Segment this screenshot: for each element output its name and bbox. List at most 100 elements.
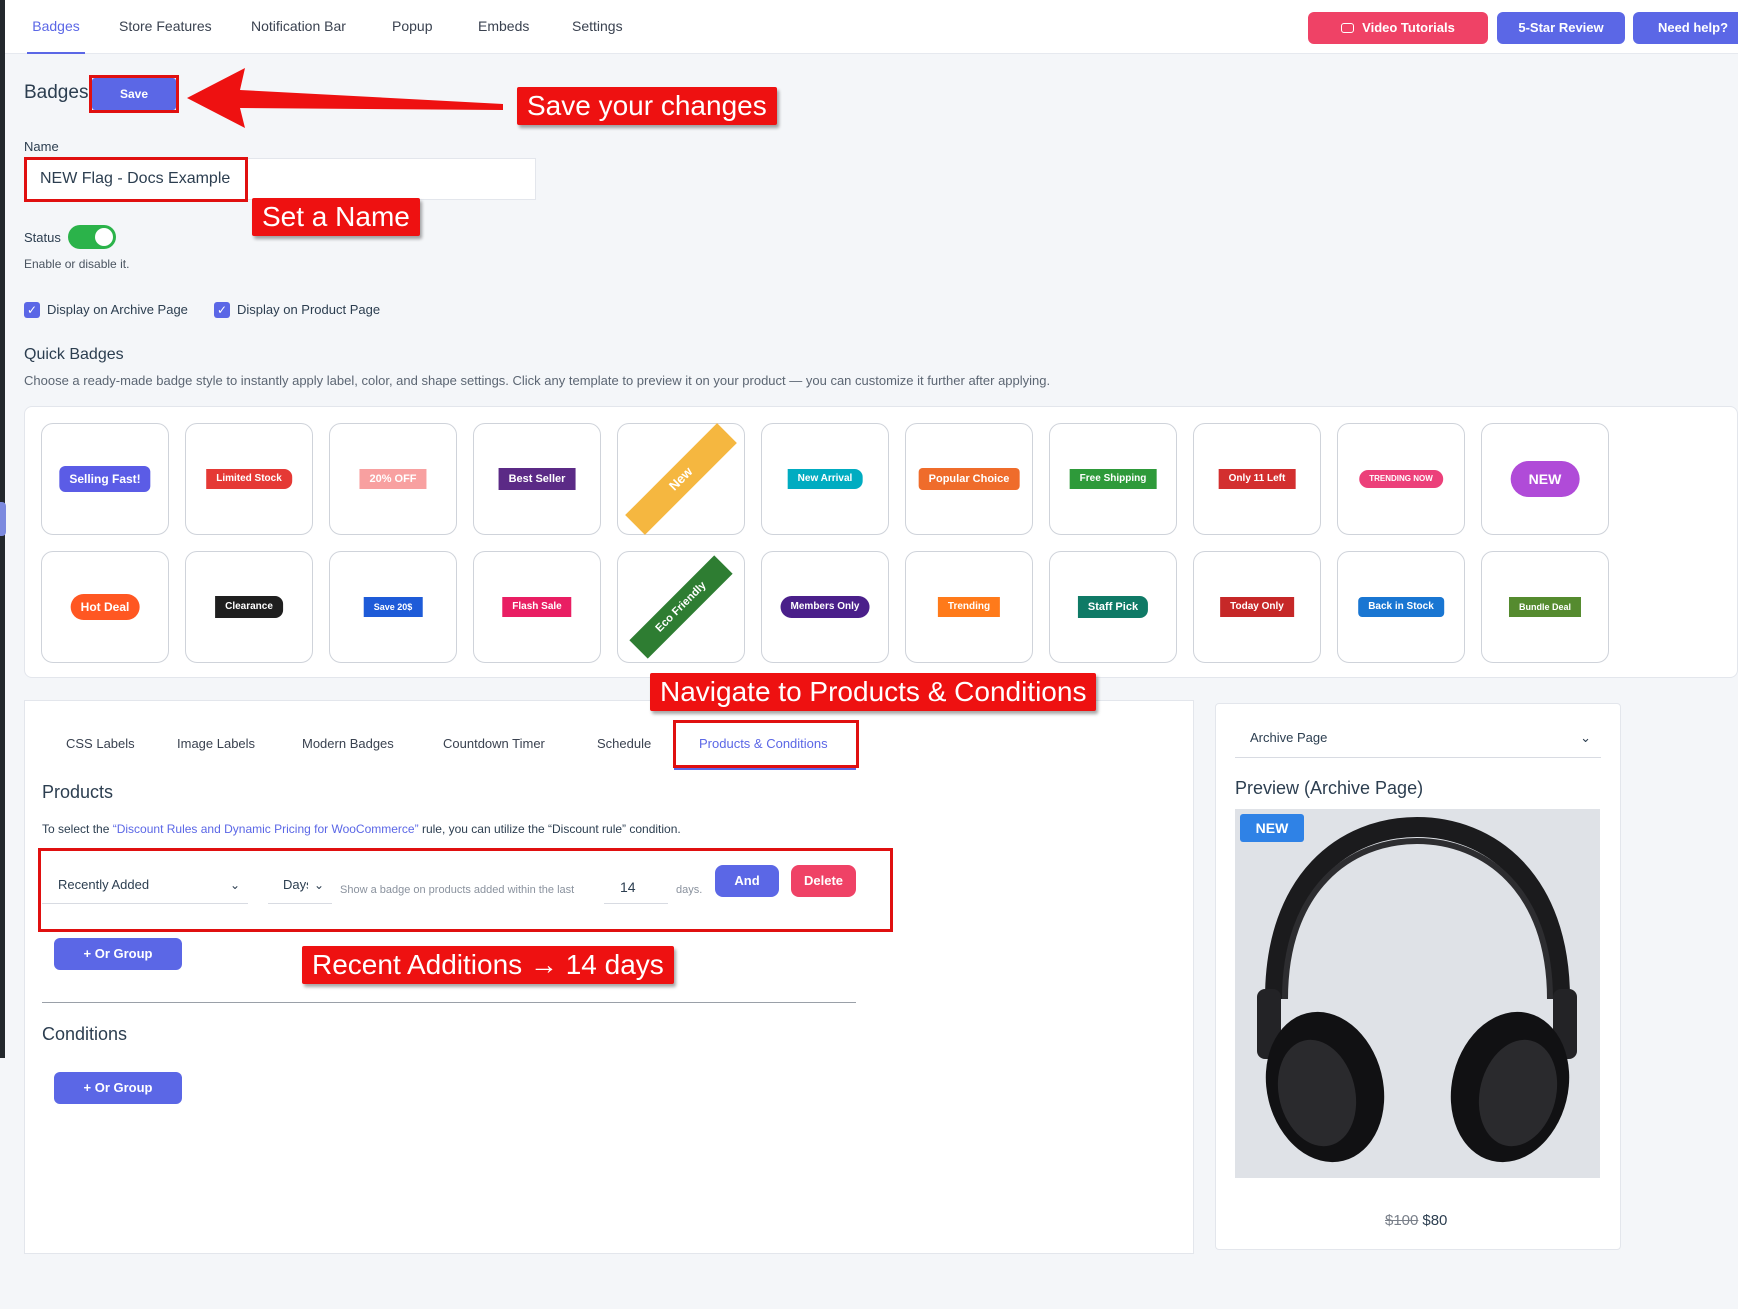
quick-badge-label: 20% OFF xyxy=(359,469,427,489)
quick-badge-label: Clearance xyxy=(215,596,283,618)
chevron-down-icon: ⌄ xyxy=(229,878,240,892)
quick-badge-label: New Arrival xyxy=(787,469,863,489)
video-tutorials-button[interactable]: Video Tutorials xyxy=(1308,12,1488,44)
annotation-arrow-left xyxy=(187,68,503,128)
tab-countdown-timer[interactable]: Countdown Timer xyxy=(443,736,545,751)
sidebar-collapse-tab[interactable] xyxy=(0,502,6,536)
tab-css-labels[interactable]: CSS Labels xyxy=(66,736,135,751)
quick-badge-label: Members Only xyxy=(780,596,870,618)
product-page-checkbox[interactable]: ✓Display on Product Page xyxy=(214,301,380,319)
archive-page-checkbox[interactable]: ✓Display on Archive Page xyxy=(24,301,188,319)
tab-modern-badges[interactable]: Modern Badges xyxy=(302,736,394,751)
top-navigation: Badges Store Features Notification Bar P… xyxy=(5,0,1738,54)
highlight-name xyxy=(24,157,248,202)
and-button[interactable]: And xyxy=(715,865,779,897)
check-icon: ✓ xyxy=(24,301,40,318)
quick-badge-card[interactable]: Eco Friendly xyxy=(617,551,745,663)
quick-badge-label: Flash Sale xyxy=(502,597,572,617)
preview-page-select[interactable]: Archive Page⌄ xyxy=(1235,718,1601,758)
conditions-or-group-button[interactable]: + Or Group xyxy=(54,1072,182,1104)
need-help-button[interactable]: Need help? xyxy=(1633,12,1738,44)
annotation-recent: Recent Additions → 14 days xyxy=(302,946,674,984)
name-label: Name xyxy=(24,139,59,154)
tab-store-features[interactable]: Store Features xyxy=(119,18,212,34)
highlight-save xyxy=(89,75,179,113)
quick-badge-card[interactable]: Free Shipping xyxy=(1049,423,1177,535)
status-hint: Enable or disable it. xyxy=(24,257,130,271)
section-divider xyxy=(42,1002,856,1003)
quick-badge-label: Popular Choice xyxy=(918,468,1020,490)
tab-embeds[interactable]: Embeds xyxy=(478,18,530,34)
days-input[interactable]: 14 xyxy=(604,870,668,904)
name-input[interactable]: NEW Flag - Docs Example xyxy=(24,158,536,200)
quick-badge-card[interactable]: Flash Sale xyxy=(473,551,601,663)
quick-badge-card[interactable]: Bundle Deal xyxy=(1481,551,1609,663)
unit-select[interactable]: Days⌄ xyxy=(268,866,332,904)
quick-badge-card[interactable]: Best Seller xyxy=(473,423,601,535)
quick-badge-card[interactable]: Members Only xyxy=(761,551,889,663)
quick-badge-card[interactable]: Clearance xyxy=(185,551,313,663)
highlight-products-tab xyxy=(673,720,859,768)
tab-settings[interactable]: Settings xyxy=(572,18,623,34)
quick-badges-description: Choose a ready-made badge style to insta… xyxy=(24,373,1051,388)
status-label: Status xyxy=(24,230,61,245)
toggle-knob xyxy=(95,228,113,246)
days-hint: Show a badge on products added within th… xyxy=(340,884,575,896)
tab-image-labels[interactable]: Image Labels xyxy=(177,736,256,751)
video-icon xyxy=(1341,22,1355,33)
rule-type-select[interactable]: Recently Added⌄ xyxy=(42,866,248,904)
quick-badge-card[interactable]: Trending xyxy=(905,551,1033,663)
quick-badge-card[interactable]: NEW xyxy=(1481,423,1609,535)
quick-badge-card[interactable]: Save 20$ xyxy=(329,551,457,663)
quick-badge-card[interactable]: Only 11 Left xyxy=(1193,423,1321,535)
quick-badge-label: Hot Deal xyxy=(70,594,140,620)
quick-badge-card[interactable]: Hot Deal xyxy=(41,551,169,663)
quick-badge-label: Free Shipping xyxy=(1069,469,1157,489)
tab-schedule[interactable]: Schedule xyxy=(597,736,652,751)
quick-badge-card[interactable]: Limited Stock xyxy=(185,423,313,535)
save-button[interactable]: Save xyxy=(92,78,176,110)
quick-badge-card[interactable]: Selling Fast! xyxy=(41,423,169,535)
quick-badge-label: TRENDING NOW xyxy=(1359,470,1443,488)
quick-badge-label: New xyxy=(625,423,737,535)
tab-popup[interactable]: Popup xyxy=(392,18,433,34)
product-price: $100$80 xyxy=(1385,1212,1448,1229)
products-description: To select the “Discount Rules and Dynami… xyxy=(42,822,681,836)
quick-badge-card[interactable]: Staff Pick xyxy=(1049,551,1177,663)
preview-new-badge: NEW xyxy=(1240,814,1304,842)
quick-badge-label: Save 20$ xyxy=(363,597,423,617)
highlight-rule xyxy=(38,848,893,932)
tab-badges[interactable]: Badges xyxy=(27,0,85,54)
quick-badge-label: Back in Stock xyxy=(1358,597,1444,617)
quick-badge-card[interactable]: Back in Stock xyxy=(1337,551,1465,663)
tab-notification-bar[interactable]: Notification Bar xyxy=(251,18,346,34)
delete-button[interactable]: Delete xyxy=(791,865,856,897)
tab-products-conditions[interactable]: Products & Conditions xyxy=(699,736,828,751)
status-toggle[interactable] xyxy=(68,225,116,249)
page-title: Badges xyxy=(24,82,89,103)
five-star-review-button[interactable]: 5-Star Review xyxy=(1497,12,1625,44)
active-tab-indicator xyxy=(674,768,856,770)
days-suffix: days. xyxy=(676,884,703,896)
discount-rules-link[interactable]: “Discount Rules and Dynamic Pricing for … xyxy=(112,822,419,836)
quick-badge-card[interactable]: 20% OFF xyxy=(329,423,457,535)
quick-badge-card[interactable]: Popular Choice xyxy=(905,423,1033,535)
quick-badge-label: Today Only xyxy=(1220,597,1294,617)
chevron-down-icon: ⌄ xyxy=(1580,730,1591,745)
quick-badge-card[interactable]: TRENDING NOW xyxy=(1337,423,1465,535)
quick-badge-card[interactable]: New xyxy=(617,423,745,535)
annotation-name: Set a Name xyxy=(252,198,420,236)
quick-badge-label: Only 11 Left xyxy=(1218,469,1296,489)
preview-title: Preview (Archive Page) xyxy=(1235,778,1424,798)
annotation-save: Save your changes xyxy=(517,87,777,125)
quick-badge-card[interactable]: New Arrival xyxy=(761,423,889,535)
quick-badge-label: Trending xyxy=(937,597,1001,617)
product-image xyxy=(1235,809,1600,1178)
quick-badge-label: Selling Fast! xyxy=(59,466,151,492)
quick-badge-label: Staff Pick xyxy=(1077,596,1149,618)
products-or-group-button[interactable]: + Or Group xyxy=(54,938,182,970)
annotation-navigate: Navigate to Products & Conditions xyxy=(650,673,1097,711)
quick-badge-card[interactable]: Today Only xyxy=(1193,551,1321,663)
conditions-title: Conditions xyxy=(42,1024,128,1044)
quick-badge-label: Eco Friendly xyxy=(629,555,733,659)
